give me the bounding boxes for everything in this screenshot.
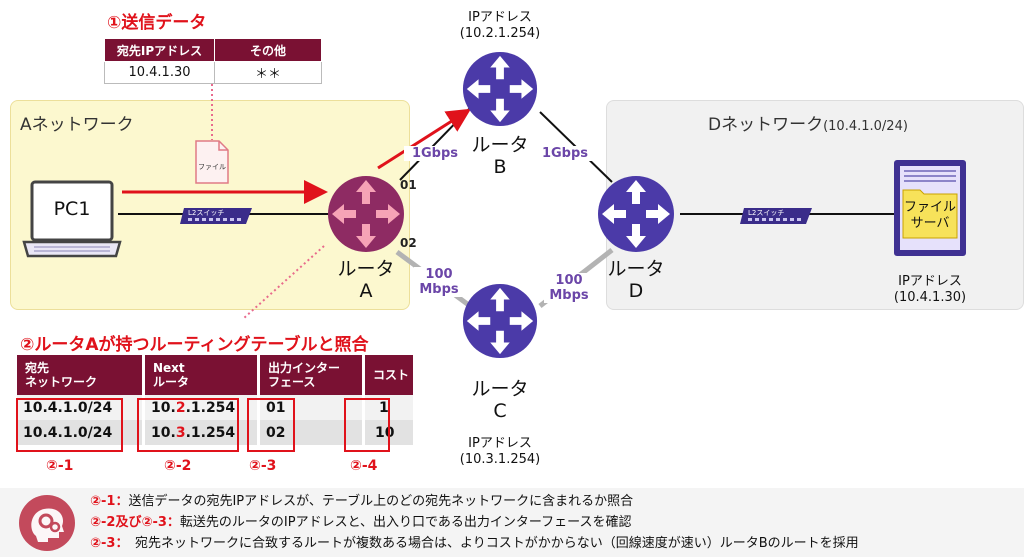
send-data-header-other: その他 — [214, 38, 322, 62]
note-3-text: 宛先ネットワークに合致するルートが複数ある場合は、よりコストがかからない（回線速… — [121, 536, 859, 551]
router-b-label: ルータ B — [461, 134, 539, 178]
link-c-d-speed: 100 Mbps — [544, 273, 594, 303]
router-d-label: ルータ D — [596, 258, 676, 302]
routing-cell-next-highlight: 2 — [175, 399, 186, 416]
send-data-title: ①送信データ — [107, 13, 207, 33]
routing-header-next-line1: Next — [153, 361, 185, 375]
mark-2-2: ②-2 — [164, 458, 192, 474]
zone-d-subnet: (10.4.1.0/24) — [823, 119, 908, 134]
server-label-line1: ファイル — [903, 200, 956, 215]
server-ip: IPアドレス (10.4.1.30) — [870, 274, 990, 306]
routing-header-dest: 宛先ネットワーク — [17, 355, 142, 395]
router-a-label: ルータ A — [326, 258, 406, 302]
send-data-table: 宛先IPアドレス その他 10.4.1.30 ＊＊ — [104, 38, 322, 84]
link-c-d-speed-value: 100 — [555, 273, 583, 288]
router-c-ip-value: (10.3.1.254) — [459, 452, 541, 467]
router-c-label: ルータ C — [461, 378, 539, 422]
note-line-1: ②-1：送信データの宛先IPアドレスが、テーブル上のどの宛先ネットワークに含まれ… — [90, 490, 633, 509]
note-2-key: ②-2及び②-3： — [90, 515, 180, 530]
switch-icon: L2スイッチ — [180, 204, 256, 226]
zone-d-name: Dネットワーク — [708, 115, 824, 135]
pc-icon: PC1 — [20, 180, 124, 260]
switch-label: L2スイッチ — [188, 209, 225, 217]
note-2-text: 転送先のルータのIPアドレスと、出入り口である出力インターフェースを確認 — [179, 515, 632, 530]
server-label: ファイル サーバ — [903, 200, 957, 232]
routing-cell-next-pre: 10. — [151, 424, 176, 441]
file-icon-label: ファイル — [198, 163, 226, 171]
routing-header-dest-line2: ネットワーク — [25, 375, 98, 389]
routing-cell-next-pre: 10. — [151, 399, 176, 416]
highlight-box-next — [137, 398, 239, 452]
routing-header-iface-line1: 出力インター — [268, 361, 341, 375]
brain-gear-icon — [18, 494, 76, 552]
link-a-b-speed: 1Gbps — [404, 146, 466, 161]
router-c-letter: C — [493, 400, 507, 422]
server-ip-value: (10.4.1.30) — [893, 290, 967, 305]
router-d-icon — [596, 174, 676, 254]
router-a-icon — [326, 174, 406, 254]
router-c-word: ルータ — [471, 378, 529, 400]
routing-header-cost: コスト — [365, 355, 413, 395]
mark-2-3: ②-3 — [249, 458, 277, 474]
file-icon: ファイル — [195, 140, 229, 184]
server-icon: ファイル サーバ — [890, 158, 970, 258]
routing-table-title: ②ルータAが持つルーティングテーブルと照合 — [20, 335, 369, 355]
router-b-ip-value: (10.2.1.254) — [459, 26, 541, 41]
notes-band — [0, 488, 1024, 557]
router-b-icon — [461, 50, 539, 128]
highlight-box-cost — [344, 398, 390, 452]
router-c-ip-label: IPアドレス — [468, 436, 532, 451]
routing-header-iface: 出力インターフェース — [260, 355, 362, 395]
link-a-c-speed: 100 Mbps — [414, 267, 464, 297]
router-a-word: ルータ — [337, 258, 395, 280]
dotted-router-to-table — [243, 245, 325, 319]
router-d-letter: D — [628, 280, 644, 302]
interface-02-label: 02 — [400, 236, 417, 250]
routing-cell-next-post: .1.254 — [185, 424, 236, 441]
note-line-2: ②-2及び②-3：転送先のルータのIPアドレスと、出入り口である出力インターフェ… — [90, 511, 632, 530]
router-b-ip: IPアドレス (10.2.1.254) — [440, 10, 560, 42]
router-c-icon — [461, 282, 539, 360]
link-a-c-speed-value: 100 — [425, 267, 453, 282]
mark-2-1: ②-1 — [46, 458, 74, 474]
link-a-b — [399, 107, 471, 181]
pc-label: PC1 — [53, 198, 91, 220]
zone-a-title: Aネットワーク — [20, 115, 134, 135]
router-b-letter: B — [493, 156, 507, 178]
routing-cell-next-post: .1.254 — [185, 399, 236, 416]
server-ip-label: IPアドレス — [898, 274, 962, 289]
router-a-letter: A — [359, 280, 373, 302]
interface-01-label: 01 — [400, 178, 417, 192]
link-a-c-speed-unit: Mbps — [419, 282, 459, 297]
note-3-key: ②-3： — [90, 536, 122, 551]
routing-header-dest-line1: 宛先 — [25, 361, 50, 375]
switch-label: L2スイッチ — [748, 209, 785, 217]
send-data-header-dest: 宛先IPアドレス — [104, 38, 215, 62]
zone-d-title: Dネットワーク(10.4.1.0/24) — [708, 110, 908, 135]
router-d-word: ルータ — [607, 258, 665, 280]
router-b-ip-label: IPアドレス — [468, 10, 532, 25]
note-1-key: ②-1： — [90, 494, 129, 509]
router-b-word: ルータ — [471, 134, 529, 156]
routing-cell-next-highlight: 3 — [175, 424, 186, 441]
link-b-d-speed: 1Gbps — [534, 146, 596, 161]
mark-2-4: ②-4 — [350, 458, 378, 474]
server-label-line2: サーバ — [910, 216, 950, 231]
note-line-3: ②-3： 宛先ネットワークに合致するルートが複数ある場合は、よりコストがかからな… — [90, 532, 859, 551]
arrow-a-to-b — [377, 108, 472, 170]
send-data-dest-ip: 10.4.1.30 — [104, 61, 215, 84]
routing-header-iface-line2: フェース — [268, 375, 316, 389]
highlight-box-iface — [247, 398, 295, 452]
highlight-box-dest — [16, 398, 123, 452]
send-data-other: ＊＊ — [214, 61, 322, 84]
link-c-d-speed-unit: Mbps — [549, 288, 589, 303]
switch-icon: L2スイッチ — [740, 204, 816, 226]
routing-header-next-line2: ルータ — [153, 375, 190, 389]
router-c-ip: IPアドレス (10.3.1.254) — [440, 436, 560, 468]
note-1-text: 送信データの宛先IPアドレスが、テーブル上のどの宛先ネットワークに含まれるか照合 — [128, 494, 634, 509]
